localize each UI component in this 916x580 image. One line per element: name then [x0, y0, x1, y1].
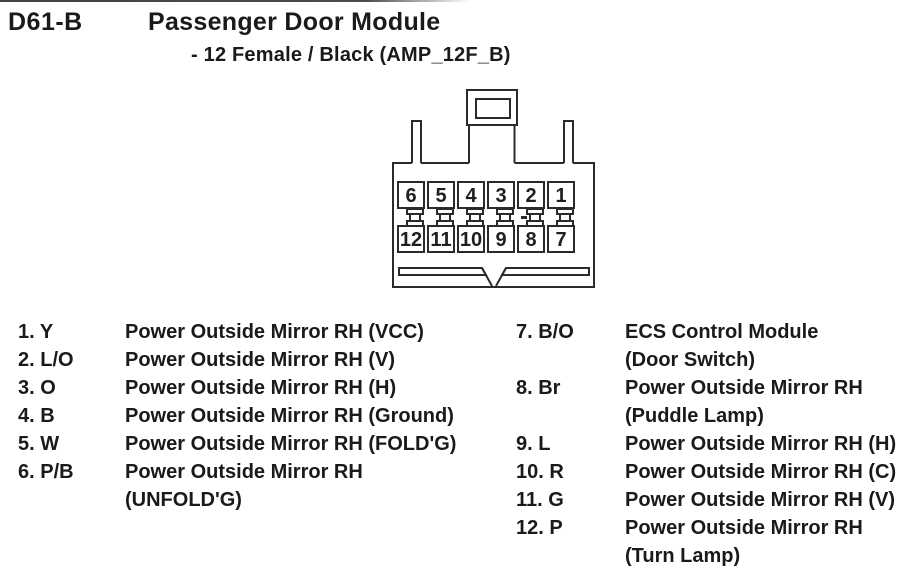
- pin-grid-bottom-row: 12 11 10 9 8 7: [397, 225, 575, 253]
- pin-number: 3: [495, 185, 506, 207]
- pin-number: 9: [495, 229, 506, 251]
- pin-grid-top-row: 6 5 4 3 2 1: [397, 181, 575, 209]
- connector-id: D61-B: [8, 8, 83, 36]
- connector-key-dash: [521, 216, 527, 219]
- pin-2: 2: [517, 181, 545, 209]
- pin-label: 12. P: [516, 517, 563, 539]
- pin-description: Power Outside Mirror RH (H): [125, 377, 397, 399]
- pin-description: Power Outside Mirror RH (Puddle Lamp): [625, 377, 863, 427]
- pinout-table-right: 7. B/O ECS Control Module (Door Switch) 8…: [516, 318, 916, 570]
- pin-description: Power Outside Mirror RH (V): [125, 349, 396, 371]
- pin-label: 5. W: [18, 433, 60, 455]
- pin-label: 1. Y: [18, 321, 54, 343]
- pin-8: 8: [517, 225, 545, 253]
- pin-description: Power Outside Mirror RH (UNFOLD'G): [125, 461, 363, 511]
- pin-retainer-tabs: [406, 208, 574, 227]
- pin-number: 7: [555, 229, 566, 251]
- pin-10: 10: [457, 225, 485, 253]
- pin-row-11: 11. G Power Outside Mirror RH (V): [516, 486, 916, 514]
- connector-right-prong: [563, 120, 574, 163]
- pin-label: 7. B/O: [516, 321, 574, 343]
- pin-7: 7: [547, 225, 575, 253]
- pin-description: Power Outside Mirror RH (Ground): [125, 405, 454, 427]
- pin-row-9: 9. L Power Outside Mirror RH (H): [516, 430, 916, 458]
- pin-description: Power Outside Mirror RH (H): [625, 433, 897, 455]
- pin-number: 2: [525, 185, 536, 207]
- pin-1: 1: [547, 181, 575, 209]
- pin-11: 11: [427, 225, 455, 253]
- pin-row-7: 7. B/O ECS Control Module (Door Switch): [516, 318, 916, 374]
- scan-edge-artifact: [0, 0, 470, 2]
- connector-left-prong: [411, 120, 422, 163]
- pinout-table-left: 1. Y Power Outside Mirror RH (VCC) 2. L/O…: [18, 318, 488, 514]
- pin-number: 5: [435, 185, 446, 207]
- pin-label: 6. P/B: [18, 461, 74, 483]
- pin-9: 9: [487, 225, 515, 253]
- pin-row-3: 3. O Power Outside Mirror RH (H): [18, 374, 488, 402]
- pin-number: 1: [555, 185, 566, 207]
- pin-12: 12: [397, 225, 425, 253]
- pin-description: ECS Control Module (Door Switch): [625, 321, 819, 371]
- pin-label: 4. B: [18, 405, 55, 427]
- connector-bottom-rails: [398, 267, 590, 287]
- pin-label: 9. L: [516, 433, 551, 455]
- pin-number: 10: [460, 229, 482, 251]
- pin-number: 6: [405, 185, 416, 207]
- connector-subtitle: - 12 Female / Black (AMP_12F_B): [191, 44, 511, 66]
- pin-row-10: 10. R Power Outside Mirror RH (C): [516, 458, 916, 486]
- pin-row-8: 8. Br Power Outside Mirror RH (Puddle Lam…: [516, 374, 916, 430]
- pin-row-1: 1. Y Power Outside Mirror RH (VCC): [18, 318, 488, 346]
- pin-row-2: 2. L/O Power Outside Mirror RH (V): [18, 346, 488, 374]
- connector-diagram: 6 5 4 3 2 1 12 11 10 9 8 7: [392, 89, 595, 288]
- pin-number: 11: [430, 229, 451, 251]
- pin-number: 12: [400, 229, 422, 251]
- connector-latch: [466, 89, 518, 163]
- pin-description: Power Outside Mirror RH (VCC): [125, 321, 424, 343]
- pin-label: 8. Br: [516, 377, 561, 399]
- connector-body: [392, 162, 595, 288]
- page-title: Passenger Door Module: [148, 8, 441, 36]
- pin-label: 3. O: [18, 377, 56, 399]
- pin-description: Power Outside Mirror RH (Turn Lamp): [625, 517, 863, 567]
- pin-row-12: 12. P Power Outside Mirror RH (Turn Lamp): [516, 514, 916, 570]
- pin-row-6: 6. P/B Power Outside Mirror RH (UNFOLD'G): [18, 458, 488, 514]
- pin-row-5: 5. W Power Outside Mirror RH (FOLD'G): [18, 430, 488, 458]
- pin-6: 6: [397, 181, 425, 209]
- pin-label: 2. L/O: [18, 349, 74, 371]
- pin-label: 10. R: [516, 461, 564, 483]
- pin-description: Power Outside Mirror RH (C): [625, 461, 897, 483]
- pin-row-4: 4. B Power Outside Mirror RH (Ground): [18, 402, 488, 430]
- pin-number: 8: [525, 229, 536, 251]
- pin-number: 4: [465, 185, 477, 207]
- pin-5: 5: [427, 181, 455, 209]
- pin-label: 11. G: [516, 489, 564, 511]
- pin-3: 3: [487, 181, 515, 209]
- pin-description: Power Outside Mirror RH (FOLD'G): [125, 433, 457, 455]
- pin-4: 4: [457, 181, 485, 209]
- pin-description: Power Outside Mirror RH (V): [625, 489, 896, 511]
